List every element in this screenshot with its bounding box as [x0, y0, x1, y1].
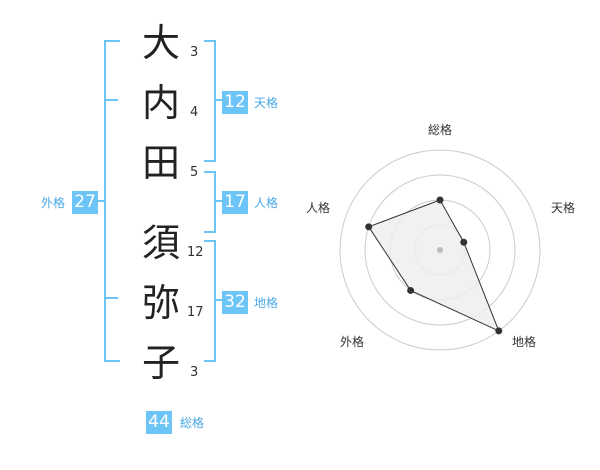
stroke-count-5: 17 — [187, 305, 204, 320]
gaikaku-bracket-tick — [104, 99, 118, 101]
radar-axis-label-chikaku: 地格 — [512, 335, 537, 349]
name-char-5: 弥 — [142, 281, 181, 325]
jinkaku-bracket-connector — [214, 200, 222, 202]
chikaku-value: 32 — [222, 291, 248, 314]
tenkaku-bracket-connector — [214, 99, 222, 101]
name-char-2: 内 — [142, 81, 181, 125]
jinkaku-bracket — [204, 171, 216, 233]
soukaku-label: 総格 — [180, 416, 205, 430]
name-char-3: 田 — [142, 141, 181, 185]
jinkaku-label: 人格 — [254, 196, 279, 210]
radar-axis-label-soukaku: 総格 — [428, 123, 453, 137]
gaikaku-label: 外格 — [41, 196, 66, 210]
radar-axis-label-jinkaku: 人格 — [306, 201, 331, 215]
tenkaku-bracket — [204, 40, 216, 162]
radar-axis-label-tenkaku: 天格 — [551, 201, 576, 215]
tenkaku-value: 12 — [222, 91, 248, 114]
chikaku-bracket — [204, 240, 216, 362]
chikaku-label: 地格 — [254, 296, 279, 310]
stroke-count-4: 12 — [187, 245, 204, 260]
radar-ring — [364, 174, 516, 326]
stroke-count-3: 5 — [190, 165, 199, 180]
name-char-4: 須 — [142, 221, 181, 265]
radar-point-3 — [495, 327, 503, 335]
soukaku-value: 44 — [146, 411, 172, 434]
gaikaku-bracket — [104, 40, 120, 362]
name-char-1: 大 — [142, 21, 181, 65]
radar-axis-label-gaikaku: 外格 — [340, 335, 365, 349]
stroke-count-1: 3 — [190, 45, 199, 60]
radar-point-1 — [436, 196, 444, 204]
stroke-count-2: 4 — [190, 105, 199, 120]
radar-ring — [339, 149, 541, 351]
jinkaku-value: 17 — [222, 191, 248, 214]
gaikaku-bracket-connector — [96, 200, 105, 202]
gaikaku-value: 27 — [72, 191, 98, 214]
radar-center — [437, 247, 443, 253]
radar-point-4 — [407, 286, 415, 294]
gaikaku-bracket-tick — [104, 297, 118, 299]
radar-point-2 — [460, 238, 468, 246]
name-char-6: 子 — [142, 341, 181, 385]
tenkaku-label: 天格 — [254, 96, 279, 110]
radar-point-5 — [365, 223, 373, 231]
radar-polygon — [367, 199, 500, 332]
chikaku-bracket-connector — [214, 299, 222, 301]
stroke-count-6: 3 — [190, 365, 199, 380]
